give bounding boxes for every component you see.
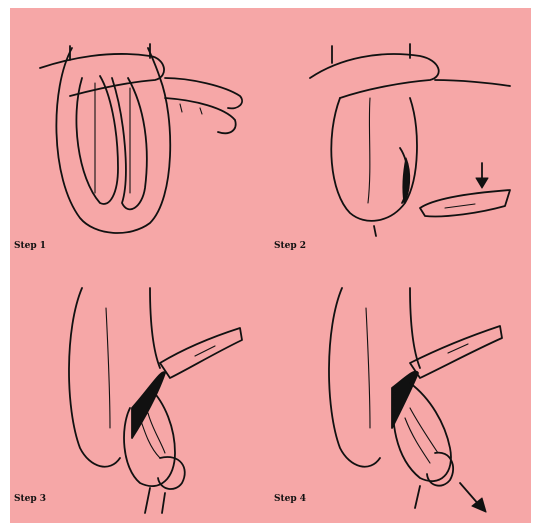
step-2-label: Step 2: [274, 241, 306, 251]
step-4-label: Step 4: [274, 494, 306, 504]
step-2-illustration: [270, 8, 530, 258]
step-4-illustration: [270, 268, 530, 518]
step-2-panel: Step 2: [270, 8, 530, 258]
step-1-illustration: [10, 8, 270, 258]
step-3-label: Step 3: [14, 494, 46, 504]
step-3-panel: Step 3: [10, 268, 270, 518]
step-4-panel: Step 4: [270, 268, 530, 518]
step-1-panel: Step 1: [10, 8, 270, 258]
step-1-label: Step 1: [14, 241, 46, 251]
step-3-illustration: [10, 268, 270, 518]
